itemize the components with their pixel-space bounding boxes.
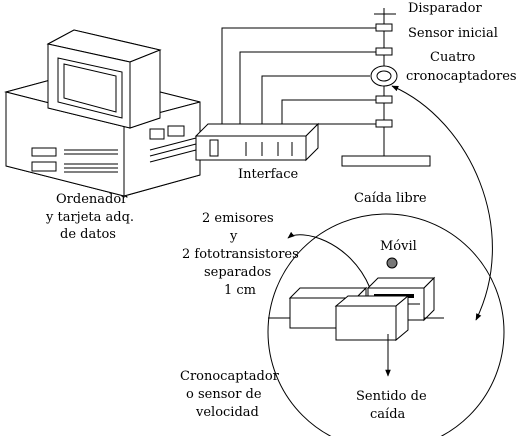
label-crono-2: o sensor de — [186, 387, 262, 402]
label-crono-1: Cronocaptador — [180, 369, 280, 384]
label-ordenador-1: Ordenador — [56, 192, 128, 207]
label-emisores-4: separados — [204, 265, 271, 280]
label-disparador: Disparador — [408, 1, 482, 16]
velocity-sensor — [268, 276, 444, 342]
label-sentido-1: Sentido de — [356, 389, 427, 404]
label-sensor-inicial: Sensor inicial — [408, 26, 498, 41]
sensor-wires — [221, 27, 378, 125]
label-emisores-2: y — [229, 229, 238, 244]
label-ordenador-2: y tarjeta adq. — [45, 210, 134, 225]
label-interface: Interface — [238, 167, 298, 182]
label-emisores-5: 1 cm — [224, 283, 256, 298]
label-emisores-1: 2 emisores — [202, 211, 274, 226]
label-cronocaptadores: cronocaptadores — [406, 69, 517, 84]
emitters-arrow — [287, 231, 371, 289]
label-ordenador-3: de datos — [60, 227, 116, 242]
computer-icon — [4, 29, 201, 197]
label-cuatro: Cuatro — [430, 50, 476, 65]
free-fall-stand — [341, 8, 431, 167]
label-emisores-3: 2 fototransistores — [182, 247, 299, 262]
label-movil: Móvil — [380, 239, 417, 254]
label-crono-3: velocidad — [195, 405, 259, 420]
label-sentido-2: caída — [370, 407, 406, 422]
interface-box — [194, 122, 320, 162]
zoom-arrow — [391, 85, 493, 321]
moving-ball — [386, 257, 398, 269]
label-caida-libre: Caída libre — [354, 191, 427, 206]
sensor-zoom-circle — [267, 213, 505, 441]
